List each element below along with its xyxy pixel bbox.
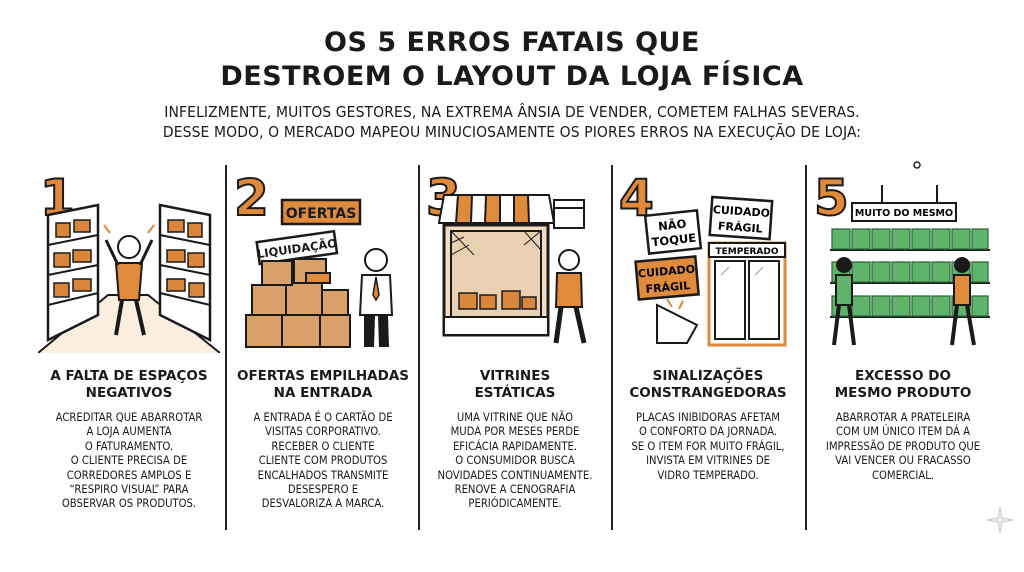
dusty-shop-window-icon: 3 xyxy=(425,168,587,344)
svg-text:TEMPERADO: TEMPERADO xyxy=(715,247,778,257)
calendar-icon xyxy=(553,199,585,229)
error-card-4: 4 NÃO TOQUE CUIDADO FRÁGIL CUIDADO FRÁGI… xyxy=(617,165,799,535)
number-4: 4 xyxy=(619,169,654,227)
column-divider xyxy=(225,165,227,530)
crowded-aisle-person-icon: 1 xyxy=(38,168,220,353)
warning-signs-icon: 4 NÃO TOQUE CUIDADO FRÁGIL CUIDADO FRÁGI… xyxy=(618,168,787,347)
cuidado-fragil-sign-orange xyxy=(634,255,700,301)
svg-text:CUIDADO: CUIDADO xyxy=(637,263,695,281)
svg-text:FRÁGIL: FRÁGIL xyxy=(645,279,691,296)
sparkle-icon xyxy=(986,506,1014,534)
muito-do-mesmo-sign xyxy=(851,202,957,222)
page-subtitle-line-1: INFELIZMENTE, MUITOS GESTORES, NA EXTREM… xyxy=(164,103,860,121)
svg-text:TOQUE: TOQUE xyxy=(651,231,697,250)
svg-text:NÃO: NÃO xyxy=(657,216,687,234)
number-5: 5 xyxy=(814,169,849,227)
svg-text:CUIDADO: CUIDADO xyxy=(712,203,770,220)
sparkle-icon xyxy=(913,161,921,169)
svg-text:OFERTAS: OFERTAS xyxy=(286,206,357,222)
page-title-line-2: DESTROEM O LAYOUT DA LOJA FÍSICA xyxy=(220,61,804,92)
stacked-boxes-icon: 2 OFERTAS LIQUIDAÇÃO xyxy=(233,168,394,348)
svg-text:MUITO DO MESMO: MUITO DO MESMO xyxy=(855,208,953,219)
cuidado-fragil-sign xyxy=(708,195,774,241)
column-divider xyxy=(805,165,807,530)
ofertas-sign xyxy=(280,198,362,226)
column-divider xyxy=(611,165,613,530)
repeated-product-shelf-icon: 5 MUITO DO MESMO xyxy=(813,168,990,346)
page-title-line-1: OS 5 ERROS FATAIS QUE xyxy=(324,27,700,58)
svg-text:FRÁGIL: FRÁGIL xyxy=(718,220,763,236)
number-2: 2 xyxy=(234,169,269,227)
column-divider xyxy=(418,165,420,530)
page-subtitle-line-2: DESSE MODO, O MERCADO MAPEOU MINUCIOSAME… xyxy=(162,123,862,141)
nao-toque-sign xyxy=(643,209,703,255)
